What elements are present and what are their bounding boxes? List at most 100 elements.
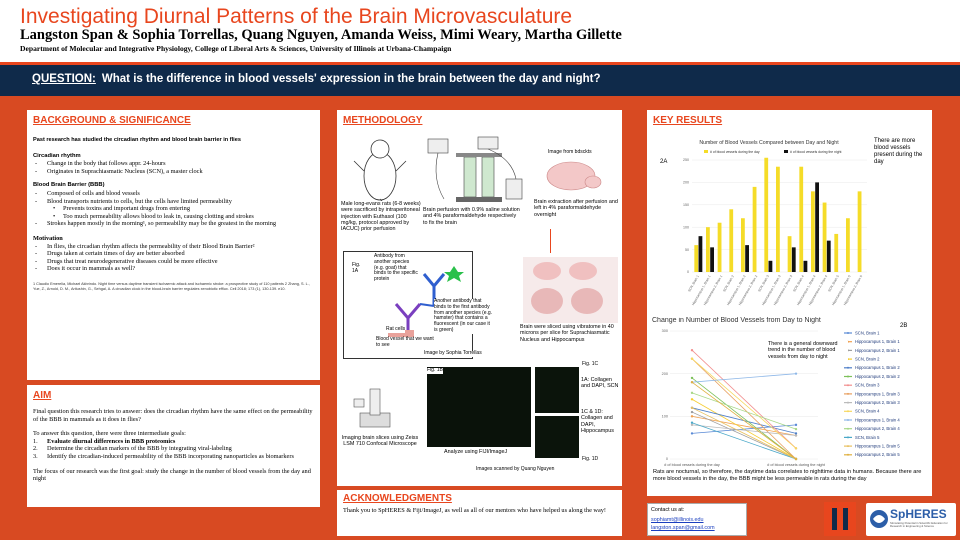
background-heading: BACKGROUND & SIGNIFICANCE: [33, 115, 191, 126]
legend-marker: [847, 366, 849, 369]
legend-marker: [847, 453, 849, 456]
image-source: Image from bdsckts: [548, 149, 592, 156]
x-tick-label: SCN, Brain 2: [722, 274, 735, 292]
bar: [776, 166, 780, 272]
bar: [857, 191, 862, 272]
series-line: [691, 398, 797, 460]
legend-marker: [847, 332, 849, 334]
list-item: Too much permeability allows blood to le…: [33, 213, 315, 221]
brain-illustration: [546, 161, 602, 191]
x-tick-label: SCN, Brain 1: [687, 274, 700, 292]
data-point: [794, 423, 798, 427]
question: QUESTION: What is the difference in blood…: [32, 73, 601, 85]
data-point: [690, 357, 694, 360]
bbb-last-list: Strokes happen mostly in the morning¹, s…: [33, 220, 315, 228]
data-point: [690, 423, 694, 427]
antibody2-caption: Another antibody that binds to the first…: [434, 298, 494, 334]
question-text: What is the difference in blood vessels'…: [101, 73, 601, 85]
bar: [729, 209, 734, 272]
aim-body: Final question this research tries to an…: [33, 408, 315, 483]
list-item: In flies, the circadian rhythm affects t…: [33, 243, 315, 251]
circadian-list: Change in the body that follows appr. 24…: [33, 160, 315, 175]
data-point: [794, 457, 798, 461]
bar: [694, 245, 699, 272]
bar: [811, 191, 815, 272]
series-line: [691, 407, 797, 460]
bar: [791, 247, 796, 272]
data-point: [690, 415, 694, 418]
fig-1c-label: Fig. 1C: [582, 361, 599, 368]
perfusion-caption: Brain perfusion with 0.9% saline solutio…: [423, 207, 521, 226]
question-label: QUESTION:: [32, 73, 96, 85]
line-chart: Change in Number of Blood Vessels from D…: [652, 317, 900, 467]
legend-marker: [847, 419, 849, 421]
references: 1 Claudio Emerelia, Michael Akbrindo. Ni…: [33, 281, 310, 291]
fig-1c-image: [535, 367, 579, 413]
scanned-credit: Images scanned by Quang Nguyen: [476, 466, 555, 473]
data-point: [794, 372, 798, 375]
brain-slices-image: [523, 257, 618, 323]
bbb-title: Blood Brain Barrier (BBB): [33, 182, 105, 189]
bar: [706, 227, 710, 272]
spheres-mark-icon: [870, 510, 888, 528]
background-body: Past research has studied the circadian …: [33, 137, 315, 291]
email-link-2[interactable]: langston.span@gmail.com: [651, 525, 715, 532]
legend-label: Hippocampus 2, Brain 3: [855, 400, 900, 405]
y-tick-label: 150: [683, 203, 689, 207]
y-tick-label: 200: [683, 181, 689, 185]
list-item: 2.Determine the circadian markers of the…: [33, 445, 232, 453]
caption-1a: 1A: Collagen and DAPI, SCN: [581, 377, 621, 390]
y-tick-label: 0: [666, 457, 668, 461]
extraction-caption: Brain extraction after perfusion and lef…: [534, 199, 619, 218]
legend-night-label: # of blood vessels during the night: [790, 150, 842, 154]
bbb-list: Composed of cells and blood vessels Bloo…: [33, 190, 315, 205]
fig-1d-image: [535, 416, 579, 458]
series-line: [691, 381, 797, 460]
analyze-caption: Analyze using FIJI/ImageJ: [444, 449, 508, 456]
spheres-logo: SpHERES Stimulating Potential in Scienti…: [866, 503, 956, 536]
rat-illustration: [353, 139, 407, 205]
data-point: [690, 406, 694, 409]
list-item: Does it occur in mammals as well?: [33, 265, 315, 273]
series-line: [691, 373, 797, 383]
results-heading: KEY RESULTS: [653, 115, 723, 126]
results-panel: KEY RESULTS 2A There are more blood vess…: [647, 110, 932, 496]
legend-marker: [847, 392, 849, 395]
legend-label: Hippocampus 1, Brain 4: [855, 417, 900, 422]
series-line: [691, 392, 797, 430]
series-line: [691, 358, 797, 460]
series-line: [691, 349, 797, 449]
aim-heading: AIM: [33, 390, 52, 401]
legend-label: SCN, Brain 2: [855, 357, 880, 362]
microscope-illustration: [353, 388, 391, 428]
antibody-illustration: [388, 266, 464, 340]
list-item: 1.Evaluate diurnal differences in BBB pr…: [33, 437, 176, 445]
bar: [834, 233, 839, 272]
series-line: [691, 377, 797, 460]
spheres-name: SpHERES: [890, 507, 947, 521]
list-item: 3.Identify the circadian-induced permeab…: [33, 452, 294, 460]
legend-label: SCN, Brain 4: [855, 409, 880, 414]
circadian-title: Circadian rhythm: [33, 152, 81, 159]
fig-1b-image: [427, 367, 531, 447]
y-tick-label: 0: [687, 270, 689, 274]
legend-label: Hippocampus 2, Brain 5: [855, 452, 900, 457]
legend-day-swatch: [704, 150, 708, 153]
legend-night-swatch: [784, 150, 788, 153]
legend-label: SCN, Brain 1: [855, 330, 880, 335]
methodology-panel: METHODOLOGY Image from bdsckts Male long…: [337, 110, 622, 486]
bbb-sublist: Prevents toxins and important drugs from…: [33, 205, 315, 220]
bar: [745, 245, 749, 272]
legend-label: Hippocampus 2, Brain 1: [855, 348, 900, 353]
bar: [768, 260, 773, 272]
list-item: Prevents toxins and important drugs from…: [33, 205, 315, 213]
email-link-1[interactable]: sophiamt@illinois.edu: [651, 517, 704, 524]
list-item: Blood transports nutrients to cells, but…: [33, 198, 315, 206]
list-item: Composed of cells and blood vessels: [33, 190, 315, 198]
contact-box: Contact us at: sophiamt@illinois.edu lan…: [647, 503, 747, 536]
bar: [698, 236, 703, 272]
legend-marker: [847, 401, 849, 404]
rat-caption: Male long-evans rats (6-8 weeks) were sa…: [341, 201, 421, 233]
legend-day-label: # of blood vessels during the day: [710, 150, 760, 154]
data-point: [690, 432, 694, 435]
